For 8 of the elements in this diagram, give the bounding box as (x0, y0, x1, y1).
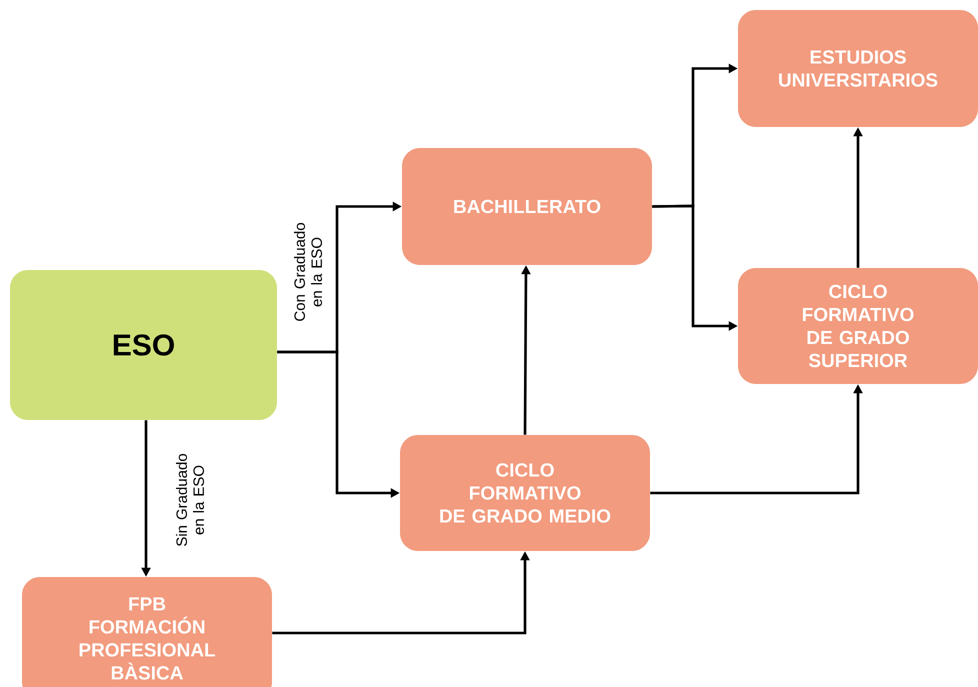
stage-box: CICLO FORMATIVO DE GRADO SUPERIOR (738, 268, 978, 384)
stage-box: FPB FORMACIÓN PROFESIONAL BÀSICA (22, 577, 272, 687)
stage-box: BACHILLERATO (402, 148, 652, 265)
start-box: ESO (10, 270, 277, 420)
stage-box: CICLO FORMATIVO DE GRADO MEDIO (400, 435, 650, 551)
stage-box: ESTUDIOS UNIVERSITARIOS (738, 10, 978, 127)
edge-label: Sin Graduado en la ESO (176, 454, 204, 546)
edge-label: Con Graduado en la ESO (294, 223, 322, 321)
